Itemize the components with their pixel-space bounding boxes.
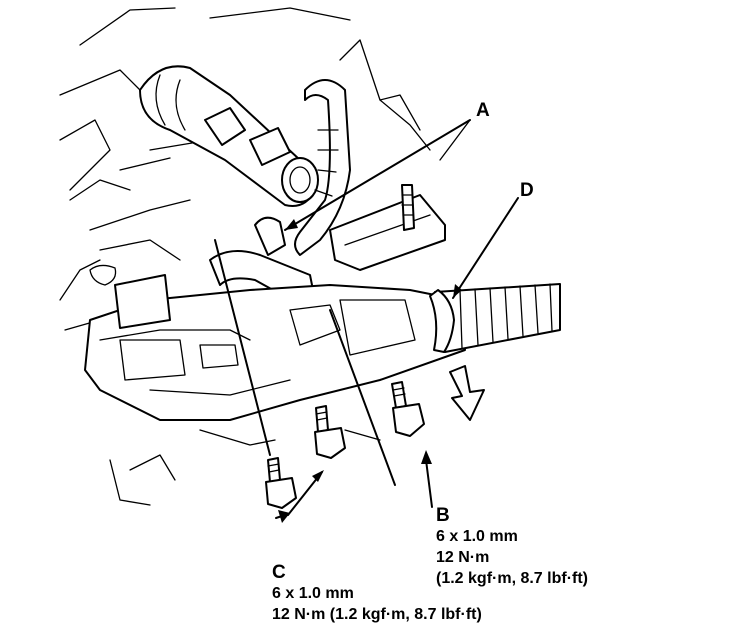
harness-conduit — [429, 283, 561, 353]
callout-a: A — [476, 100, 490, 121]
spec-b-torque: 12 N·m — [436, 549, 490, 566]
mounting-bracket — [84, 274, 466, 421]
leader-lines — [214, 119, 519, 519]
direction-arrow — [449, 365, 485, 421]
bolt-c-right — [314, 405, 346, 459]
bolt-c-left — [265, 457, 297, 509]
spec-c-torque: 12 N·m (1.2 kgf·m, 8.7 lbf·ft) — [272, 606, 482, 623]
sensor-fitting — [254, 216, 286, 256]
coolant-hose — [139, 65, 319, 207]
callout-d: D — [520, 180, 534, 201]
callout-c: C — [272, 562, 286, 583]
bolt-b — [391, 381, 425, 437]
callout-b: B — [436, 505, 450, 526]
vacuum-hose-loop — [294, 79, 351, 256]
upper-bracket — [329, 184, 446, 271]
spec-c-size: 6 x 1.0 mm — [272, 585, 354, 602]
spec-b-torque-alt: (1.2 kgf·m, 8.7 lbf·ft) — [436, 570, 589, 587]
spec-b-size: 6 x 1.0 mm — [436, 528, 518, 545]
arrowheads — [278, 219, 462, 523]
